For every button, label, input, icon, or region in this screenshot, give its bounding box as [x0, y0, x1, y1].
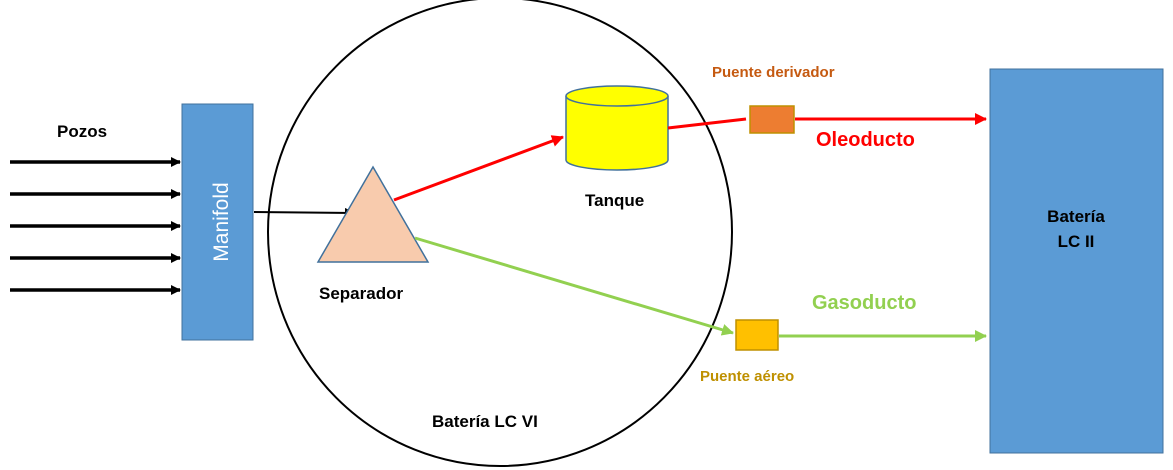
bateria-lc-ii-box [989, 68, 1164, 454]
puente-aereo-box [735, 319, 779, 351]
bateria-lc-ii-label-line1: Batería [1047, 207, 1105, 226]
separator-triangle [316, 165, 430, 263]
puente-aereo-label: Puente aéreo [700, 368, 794, 385]
bateria-lc-vi-circle [267, 0, 733, 467]
separador-label: Separador [319, 284, 403, 303]
oleoducto-label: Oleoducto [816, 129, 915, 151]
puente-derivador-label: Puente derivador [712, 64, 835, 81]
manifold-to-separator-arrow [253, 207, 355, 218]
tank-to-derivador-line [667, 117, 747, 130]
pozos-label: Pozos [57, 122, 107, 141]
manifold-label: Manifold [210, 182, 233, 261]
puente-derivador-box [749, 105, 795, 134]
bateria-lc-ii-label-line2: LC II [1058, 232, 1095, 251]
tanque-cylinder [565, 85, 669, 171]
gasoducto-label: Gasoducto [812, 292, 916, 314]
bateria-lc-vi-label: Batería LC VI [432, 412, 538, 431]
tanque-label: Tanque [585, 191, 644, 210]
separator-to-tank-line [393, 135, 564, 202]
manifold-box [181, 103, 254, 341]
separator-to-gas-line [414, 236, 734, 336]
pozos-arrows [10, 157, 181, 295]
